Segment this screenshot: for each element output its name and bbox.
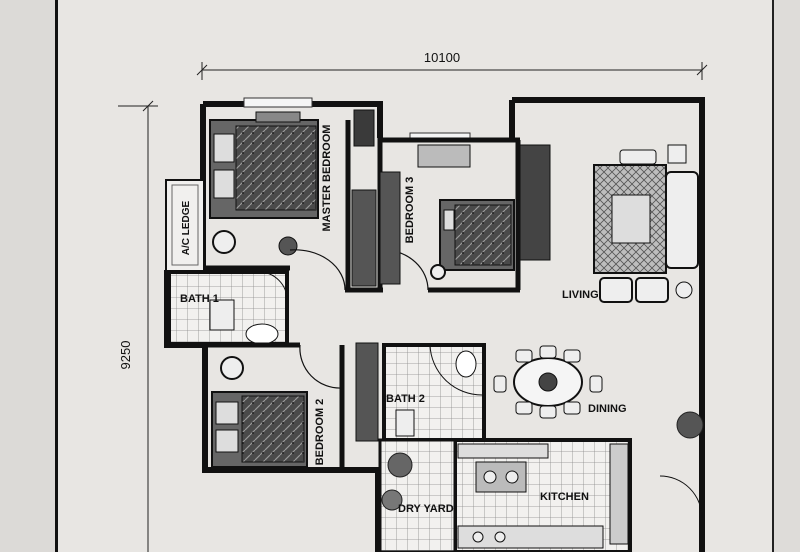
window-master — [243, 97, 313, 108]
height-dimension: 9250 — [118, 100, 158, 552]
bath1-label: BATH 1 — [180, 293, 219, 305]
chair-icon — [212, 230, 236, 254]
bath1: BATH 1 — [167, 270, 289, 346]
master-bed — [209, 111, 319, 219]
living-label: LIVING — [562, 289, 599, 301]
page-edge-right — [772, 0, 800, 552]
page-edge-left — [0, 0, 58, 552]
dining-table — [493, 345, 603, 419]
door-bedroom2 — [299, 344, 343, 389]
bedroom2-bed — [211, 391, 308, 468]
dining-plant-icon — [676, 411, 704, 439]
ac-ledge-label: A/C LEDGE — [181, 200, 192, 255]
bath2-label: BATH 2 — [386, 393, 425, 405]
ac-ledge-area: A/C LEDGE — [165, 179, 205, 273]
door-master — [289, 249, 346, 291]
width-dimension: 10100 — [196, 50, 708, 80]
kitchen: KITCHEN — [453, 438, 703, 552]
bedroom3-walls — [380, 137, 521, 293]
plant-icon — [278, 236, 298, 256]
kitchen-label: KITCHEN — [540, 491, 589, 503]
bedroom2-wardrobe — [355, 342, 379, 442]
bedroom3-desk — [417, 144, 471, 168]
bedroom3-shelf — [519, 144, 551, 261]
master-cabinet — [353, 109, 375, 147]
dining-label: DINING — [588, 403, 627, 415]
bedroom3-label: BEDROOM 3 — [404, 177, 416, 244]
bedroom3-wardrobe — [379, 171, 401, 285]
bedroom2-walls — [205, 342, 345, 470]
living-furniture — [593, 144, 699, 303]
height-label: 9250 — [118, 341, 133, 370]
dry-yard-label: DRY YARD — [398, 503, 454, 515]
bedroom2-label: BEDROOM 2 — [314, 399, 326, 466]
master-wardrobe — [351, 189, 377, 287]
bedroom3-bed — [439, 199, 515, 271]
master-bedroom-label: MASTER BEDROOM — [321, 125, 333, 232]
dry-yard: DRY YARD — [378, 438, 457, 552]
bedroom3-lamp-icon — [430, 264, 446, 280]
bath2: BATH 2 — [382, 343, 486, 442]
width-label: 10100 — [424, 50, 460, 65]
bedroom2-chair-icon — [220, 356, 244, 380]
